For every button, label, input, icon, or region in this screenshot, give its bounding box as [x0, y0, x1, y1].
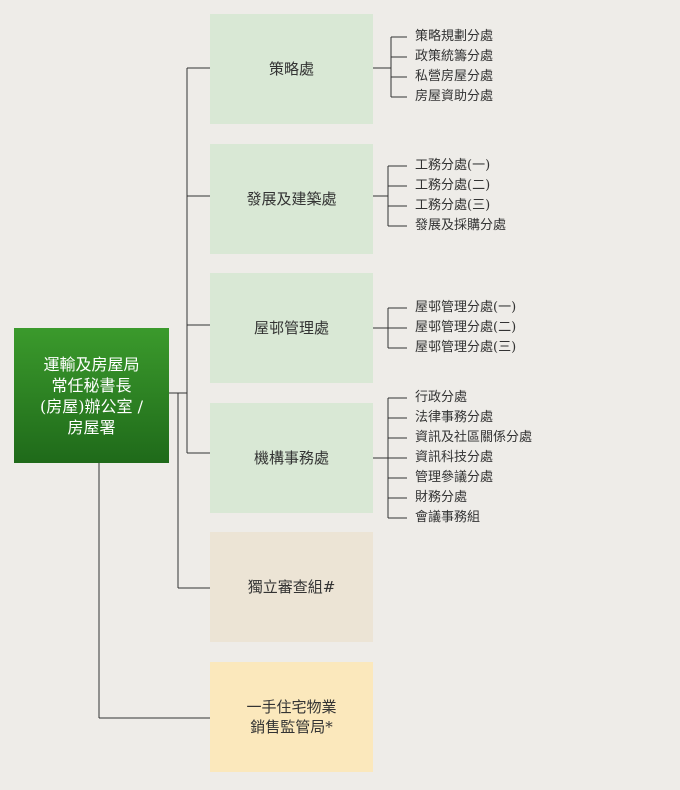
subdivision-item[interactable]: 工務分處(三) [415, 198, 491, 213]
subdivision-item[interactable]: 管理參議分處 [415, 470, 494, 485]
sales-authority-line-1: 一手住宅物業 [246, 698, 337, 716]
subdivision-item[interactable]: 政策統籌分處 [415, 49, 494, 64]
division-estate-box[interactable]: 屋邨管理處 [210, 273, 373, 383]
division-strategy-box[interactable]: 策略處 [210, 14, 373, 124]
subdivision-item[interactable]: 屋邨管理分處(一) [415, 300, 517, 315]
subdivision-item[interactable]: 私營房屋分處 [415, 69, 494, 84]
subdivision-item[interactable]: 資訊科技分處 [415, 450, 494, 465]
division-corporate-box[interactable]: 機構事務處 [210, 403, 373, 513]
sales-authority-box[interactable]: 一手住宅物業 銷售監管局* [210, 662, 373, 772]
subdivision-item[interactable]: 發展及採購分處 [415, 218, 507, 233]
subdivision-item[interactable]: 財務分處 [415, 490, 468, 505]
root-line-3: (房屋)辦公室 / [40, 396, 143, 416]
subdivision-item[interactable]: 工務分處(二) [415, 178, 491, 193]
subdivision-item[interactable]: 工務分處(一) [415, 158, 491, 173]
independent-unit-label: 獨立審查組# [247, 578, 336, 596]
subdivision-item[interactable]: 法律事務分處 [415, 410, 494, 425]
subdivision-item[interactable]: 資訊及社區關係分處 [415, 430, 533, 445]
division-estate-label: 屋邨管理處 [253, 319, 329, 337]
root-office-box[interactable]: 運輸及房屋局 常任秘書長 (房屋)辦公室 / 房屋署 [14, 328, 169, 463]
independent-unit-box[interactable]: 獨立審查組# [210, 532, 373, 642]
sales-authority-line-2: 銷售監管局* [250, 718, 333, 736]
subdivision-item[interactable]: 屋邨管理分處(三) [415, 340, 517, 355]
division-strategy-label: 策略處 [268, 60, 314, 78]
subdivision-item[interactable]: 會議事務組 [415, 510, 481, 525]
division-development-label: 發展及建築處 [246, 190, 337, 208]
root-line-2: 常任秘書長 [51, 375, 132, 395]
subdivision-item[interactable]: 房屋資助分處 [415, 89, 494, 104]
root-line-4: 房屋署 [67, 417, 116, 437]
division-development-box[interactable]: 發展及建築處 [210, 144, 373, 254]
subdivision-item[interactable]: 策略規劃分處 [415, 29, 494, 44]
root-line-1: 運輸及房屋局 [43, 354, 140, 374]
subdivision-item[interactable]: 行政分處 [415, 390, 468, 405]
subdivision-item[interactable]: 屋邨管理分處(二) [415, 320, 517, 335]
division-corporate-label: 機構事務處 [253, 449, 329, 467]
